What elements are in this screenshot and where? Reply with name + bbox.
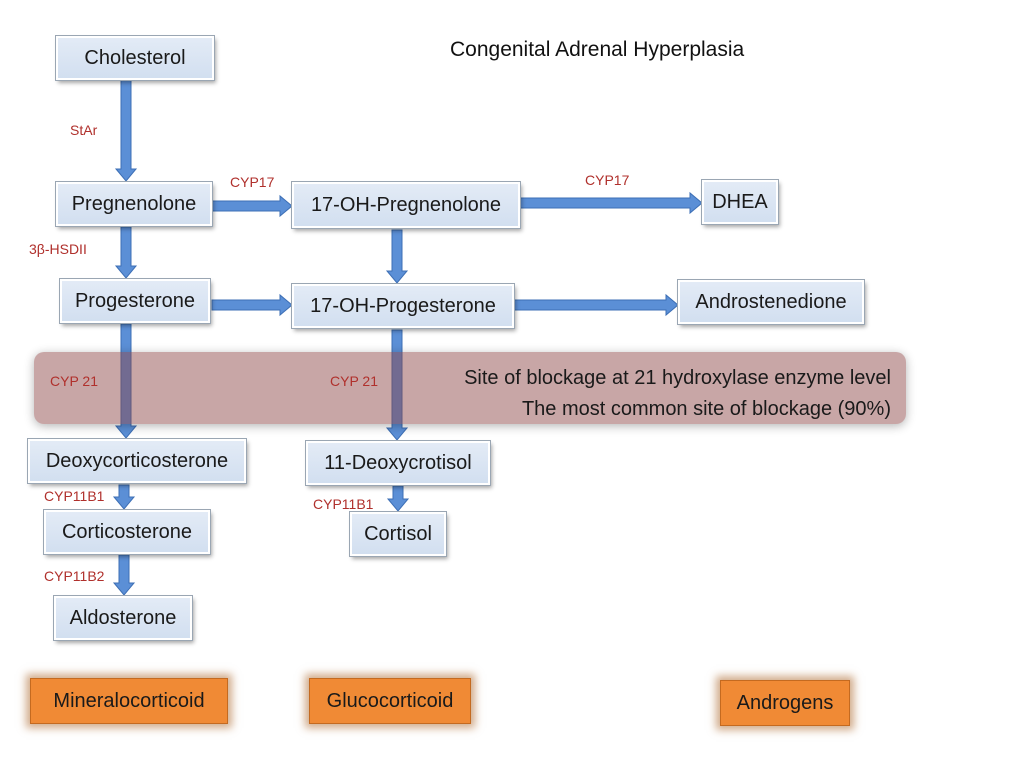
node-cholesterol: Cholesterol	[56, 36, 214, 80]
category-mineralocorticoid: Mineralocorticoid	[30, 678, 228, 724]
node-17oh-pregnenolone: 17-OH-Pregnenolone	[292, 182, 520, 228]
node-deoxycorticosterone: Deoxycorticosterone	[28, 439, 246, 483]
node-corticosterone: Corticosterone	[44, 510, 210, 554]
enzyme-label-cyp21-b: CYP 21	[330, 373, 378, 389]
arrow-cholesterol-to-pregnenolone	[114, 79, 138, 182]
node-11-deoxycortisol: 11-Deoxycrotisol	[306, 441, 490, 485]
arrow-deoxycorticosterone-to-corticosterone	[112, 484, 136, 510]
arrow-pregnenolone-to-progesterone	[114, 226, 138, 279]
arrow-pregnenolone-to-17oh-pregnenolone	[211, 194, 293, 218]
node-cortisol: Cortisol	[350, 512, 446, 556]
diagram-title: Congenital Adrenal Hyperplasia	[450, 38, 745, 61]
node-17oh-progesterone: 17-OH-Progesterone	[292, 284, 514, 328]
enzyme-label-cyp17-a: CYP17	[230, 174, 275, 190]
node-dhea: DHEA	[702, 180, 778, 224]
arrow-17oh-pregnenolone-to-dhea	[519, 191, 703, 215]
enzyme-label-star: StAr	[70, 122, 98, 138]
node-pregnenolone: Pregnenolone	[56, 182, 212, 226]
arrow-progesterone-to-17oh-progesterone	[211, 293, 293, 317]
arrow-17oh-progesterone-to-androstenedione	[513, 293, 679, 317]
arrow-17oh-progesterone-to-11-deoxycortisol	[385, 329, 409, 441]
enzyme-label-cyp17-b: CYP17	[585, 172, 630, 188]
enzyme-label-cyp21-a: CYP 21	[50, 373, 98, 389]
blockage-band	[34, 352, 906, 424]
enzyme-label-cyp11b2: CYP11B2	[44, 568, 105, 584]
node-progesterone: Progesterone	[60, 279, 210, 323]
node-androstenedione: Androstenedione	[678, 280, 864, 324]
node-aldosterone: Aldosterone	[54, 596, 192, 640]
arrow-progesterone-to-deoxycorticosterone	[114, 323, 138, 439]
enzyme-label-cyp11b1-b: CYP11B1	[313, 496, 374, 512]
blockage-text-line1: Site of blockage at 21 hydroxylase enzym…	[464, 367, 891, 389]
enzyme-label-3b-hsdii: 3β-HSDII	[29, 241, 87, 257]
blockage-text-line2: The most common site of blockage (90%)	[521, 398, 891, 420]
category-androgens: Androgens	[720, 680, 850, 726]
arrow-corticosterone-to-aldosterone	[112, 554, 136, 596]
arrow-17oh-pregnenolone-to-17oh-progesterone	[385, 229, 409, 284]
arrow-11-deoxycortisol-to-cortisol	[386, 485, 410, 512]
enzyme-label-cyp11b1-a: CYP11B1	[44, 488, 105, 504]
category-glucocorticoid: Glucocorticoid	[309, 678, 471, 724]
